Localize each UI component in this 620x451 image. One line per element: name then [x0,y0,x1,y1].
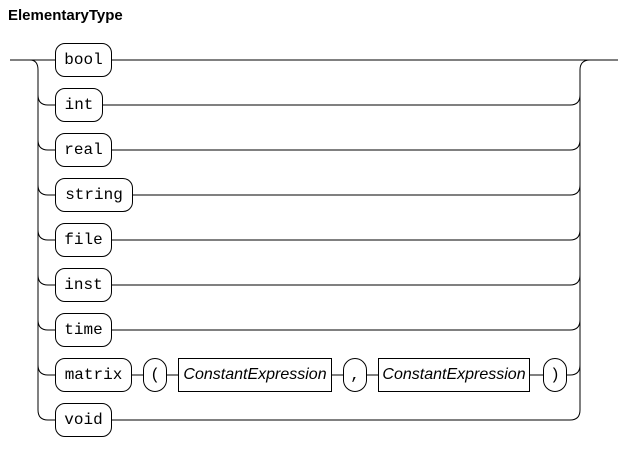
terminal-open-paren: ( [143,358,167,392]
terminal-string: string [55,178,133,212]
terminal-matrix: matrix [55,358,132,392]
terminal-file: file [55,223,112,257]
terminal-real: real [55,133,112,167]
nonterminal-constant-expression-2: ConstantExpression [378,358,530,392]
terminal-inst: inst [55,268,112,302]
terminal-time: time [55,313,112,347]
terminal-bool: bool [55,43,112,77]
terminal-close-paren: ) [543,358,567,392]
terminal-int: int [55,88,103,122]
nonterminal-constant-expression-1: ConstantExpression [178,358,332,392]
rule-title: ElementaryType [8,7,123,24]
terminal-comma: , [343,358,367,392]
terminal-void: void [55,403,112,437]
